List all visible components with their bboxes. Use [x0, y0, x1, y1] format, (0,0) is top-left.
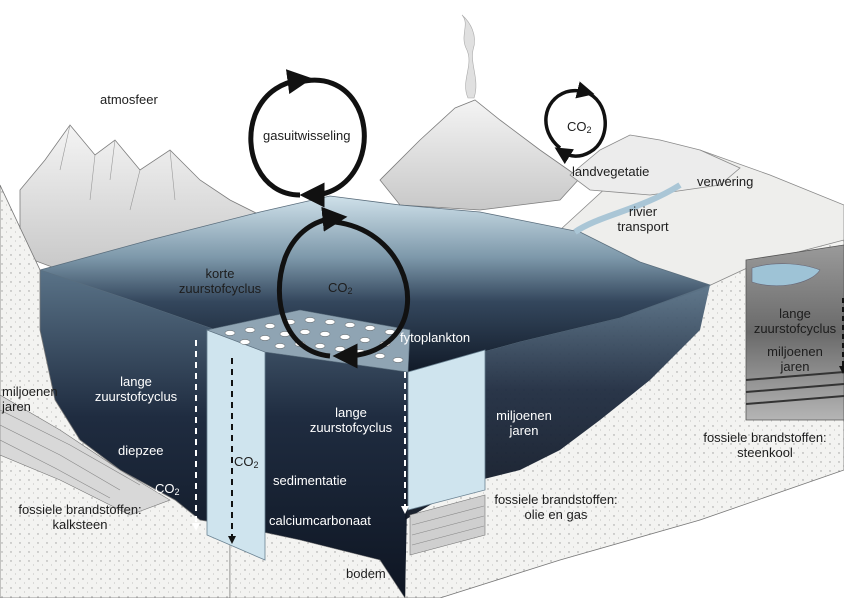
sea-floor [229, 524, 406, 598]
kalksteen-layers [0, 394, 171, 516]
volcano [379, 99, 581, 211]
rock-left [0, 184, 231, 598]
label-bodem: bodem [346, 566, 386, 581]
label-verwering: verwering [697, 174, 754, 189]
label-fytoplankton: fytoplankton [400, 330, 471, 345]
label-gasuitwisseling: gasuitwisseling [263, 128, 351, 143]
co2-land-arrow [554, 90, 607, 165]
label-landvegetatie: landvegetatie [572, 164, 650, 179]
lake [751, 263, 821, 287]
label-calciumcarbonaat: calciumcarbonaat [269, 513, 371, 528]
label-sedimentatie: sedimentatie [273, 473, 347, 488]
label-co2-land: CO2 [567, 119, 592, 135]
oil-gas-layers [409, 494, 486, 556]
coal-block [745, 244, 844, 421]
label-co2-left: CO2 [155, 481, 180, 497]
label-diepzee: diepzee [118, 443, 164, 458]
label-co2-column: CO2 [234, 454, 259, 470]
water-column-left [206, 329, 266, 561]
label-fossiele-kalksteen: fossiele brandstoffen:kalksteen [18, 502, 142, 532]
river [573, 182, 682, 235]
label-fossiele-olie-gas: fossiele brandstoffen:olie en gas [494, 492, 618, 522]
gasuitwisseling-arrow [299, 77, 367, 208]
water-column-right [407, 349, 486, 511]
co2-ocean-arrow [332, 219, 411, 369]
label-atmosfeer: atmosfeer [100, 92, 158, 107]
volcano-smoke [461, 14, 477, 99]
label-co2-ocean: CO2 [328, 280, 353, 296]
label-fossiele-steenkool: fossiele brandstoffen:steenkool [703, 430, 827, 460]
mountains-right [569, 134, 741, 196]
